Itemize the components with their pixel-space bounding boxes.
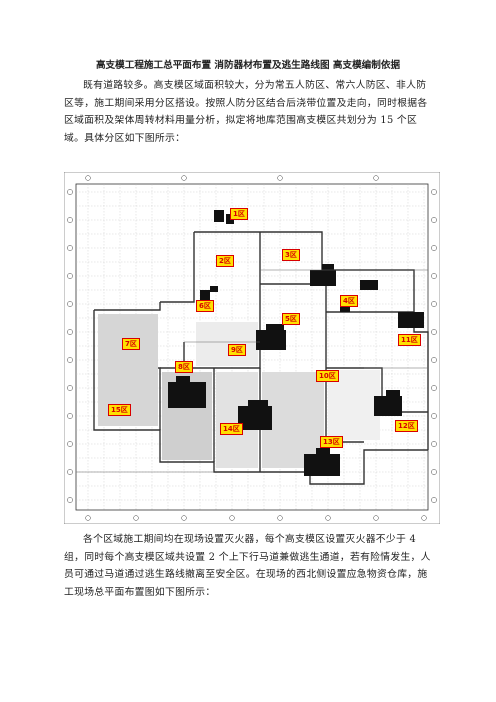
zone-label-12: 12区	[395, 420, 418, 432]
axis-markers	[67, 175, 437, 521]
zone-label-13: 13区	[320, 436, 343, 448]
zone-label-3: 3区	[282, 249, 300, 261]
basement-outline	[93, 231, 429, 485]
zone-label-10: 10区	[316, 370, 339, 382]
zone-label-8: 8区	[175, 361, 193, 373]
tower-footprints	[168, 210, 424, 476]
plan-svg	[63, 171, 441, 525]
fire-equipment-paragraph: 各个区域施工期间均在现场设置灭火器，每个高支模区设置灭火器不少于 4 组，同时每…	[64, 534, 431, 598]
zone-label-11: 11区	[398, 334, 421, 346]
zone-label-2: 2区	[216, 255, 234, 267]
site-roads	[76, 269, 428, 473]
document-title: 高支模工程施工总平面布置 消防器材布置及逃生路线图 高支模编制依据	[95, 60, 401, 71]
zone-label-15: 15区	[108, 404, 131, 416]
zone-label-9: 9区	[228, 344, 246, 356]
intro-paragraph: 既有道路较多。高支模区域面积较大，分为常五人防区、常六人防区、非人防区等，施工期…	[64, 80, 428, 144]
zone-label-6: 6区	[196, 300, 214, 312]
zoning-plan-drawing: 1区 2区 3区 4区 5区 6区 7区 8区 9区 10区 11区 12区 1…	[63, 171, 441, 525]
zone-label-7: 7区	[122, 338, 140, 350]
zone-label-4: 4区	[340, 295, 358, 307]
zone-label-14: 14区	[220, 423, 243, 435]
zone-label-5: 5区	[282, 313, 300, 325]
zone-label-1: 1区	[230, 208, 248, 220]
